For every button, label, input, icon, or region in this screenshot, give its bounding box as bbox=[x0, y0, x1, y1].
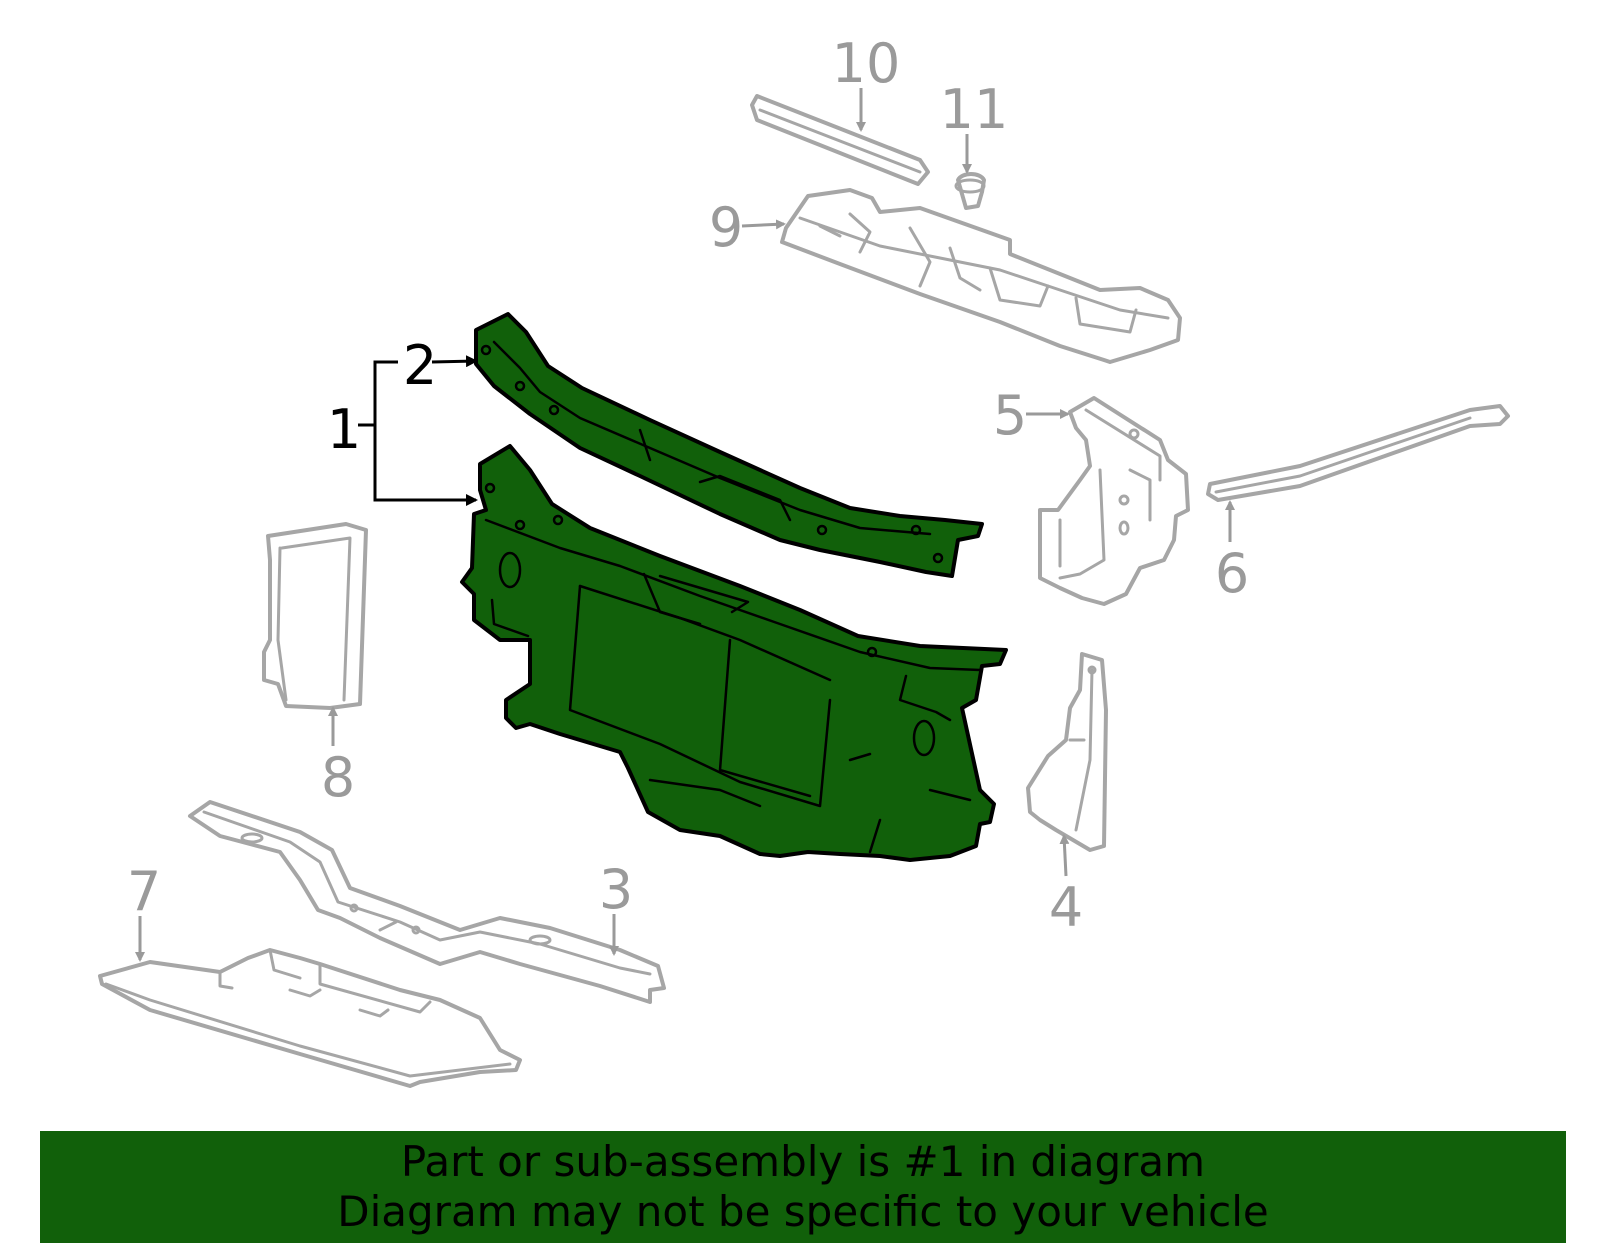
callout-9: 9 bbox=[709, 196, 743, 259]
part-1-radiator-support bbox=[460, 444, 1008, 862]
notice-banner: Part or sub-assembly is #1 in diagram Di… bbox=[40, 1131, 1566, 1243]
part-4-side-bracket bbox=[1026, 652, 1108, 852]
callout-7: 7 bbox=[127, 860, 161, 923]
part-2-upper-tie-bar bbox=[474, 312, 984, 578]
callout-1: 1 bbox=[327, 398, 361, 461]
callout-10: 10 bbox=[832, 32, 901, 95]
part-10-strip bbox=[750, 94, 930, 186]
callout-4: 4 bbox=[1049, 876, 1083, 939]
callout-5: 5 bbox=[993, 384, 1027, 447]
part-5-bracket bbox=[1038, 396, 1190, 606]
callout-3: 3 bbox=[599, 858, 633, 921]
part-9-cover bbox=[780, 188, 1182, 364]
callout-11: 11 bbox=[940, 78, 1009, 141]
banner-line-1: Part or sub-assembly is #1 in diagram bbox=[400, 1137, 1206, 1186]
leader-lines bbox=[135, 88, 1235, 962]
part-7-lower-deflector bbox=[98, 948, 522, 1088]
part-8-deflector bbox=[262, 522, 368, 710]
parts-diagram: 10 11 9 2 1 5 6 8 4 3 7 bbox=[98, 32, 1510, 1088]
callout-8: 8 bbox=[321, 746, 355, 809]
part-11-clip bbox=[954, 172, 986, 210]
part-3-lower-tie-bar bbox=[188, 800, 666, 1004]
part-6-rod bbox=[1206, 404, 1510, 502]
banner-line-2: Diagram may not be specific to your vehi… bbox=[337, 1187, 1269, 1236]
callouts: 10 11 9 2 1 5 6 8 4 3 7 bbox=[127, 32, 1249, 939]
callout-6: 6 bbox=[1215, 542, 1249, 605]
callout-2: 2 bbox=[403, 334, 437, 397]
